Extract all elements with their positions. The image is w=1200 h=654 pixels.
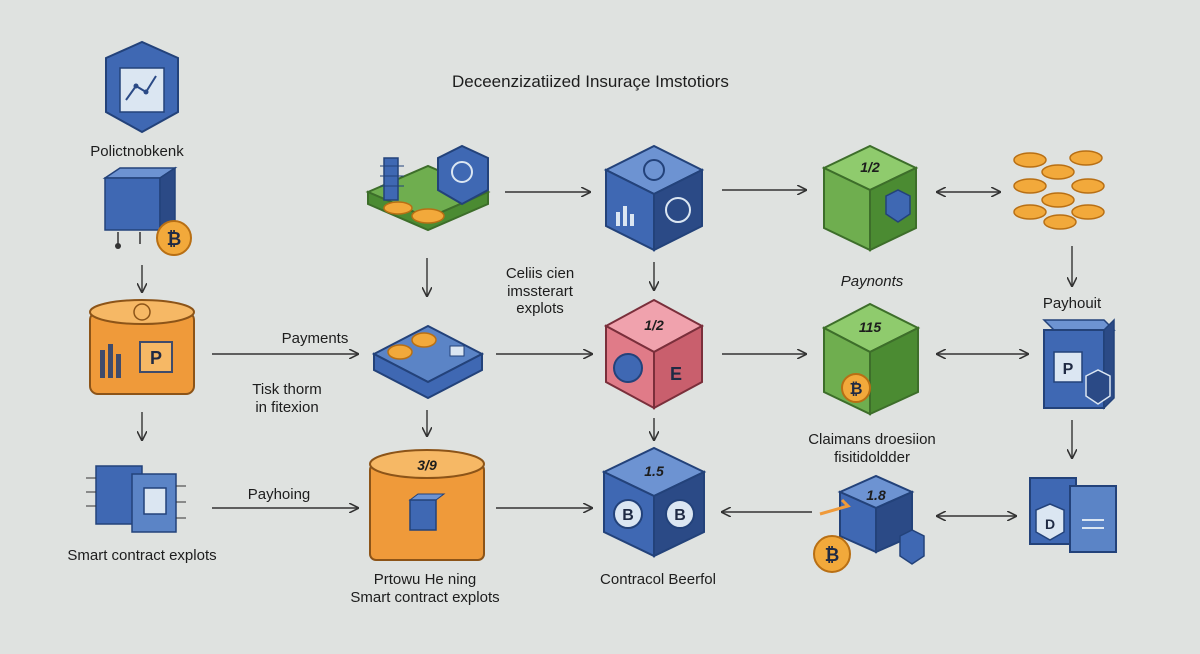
label-celis-2: imssterart (507, 283, 573, 300)
blue-cube-letter-left: B (622, 507, 634, 524)
pink-cube-letter: E (670, 364, 682, 384)
green-mid-cube-number: 115 (859, 319, 882, 335)
diagram-title: Deceenzizatiized Insuraçe Imstotiors (452, 72, 729, 91)
green-shield-cube-icon: 1/2 (821, 144, 919, 252)
orange-payment-box-icon: P (89, 299, 195, 395)
label-paynonts: Paynonts (840, 273, 904, 290)
label-smart-left: Smart contract explots (67, 547, 217, 564)
orange-cylinder-icon: 3/9 (369, 449, 485, 561)
blue-analytics-cube-icon (603, 144, 705, 252)
label-payhoing: Payhoing (247, 486, 311, 503)
label-policy-token: Polictnobkenk (90, 143, 184, 160)
policy-shield-icon (105, 40, 179, 134)
blue-small-coin-glyph: ₿ (825, 545, 840, 565)
blue-small-cube-icon: 1.8 ₿ (813, 474, 925, 573)
green-top-cube-number: 1/2 (860, 159, 880, 175)
green-platform-icon (365, 144, 491, 232)
green-mid-coin-glyph: ₿ (849, 380, 862, 398)
green-claims-cube-icon: 115 ₿ (821, 302, 921, 416)
smart-contract-chip-icon (86, 465, 186, 533)
label-prtow-1: Prtowu He ning (373, 571, 477, 588)
policy-coin-glyph: ₿ (167, 229, 182, 249)
label-payments: Payments (281, 330, 349, 347)
label-risk-2: in fitexion (255, 399, 319, 416)
policy-token-cube-icon: ₿ (102, 166, 192, 256)
pink-exploit-cube-icon: 1/2 E (603, 298, 705, 410)
label-celis-3: explots (516, 300, 564, 317)
blue-cube-letter-right: B (674, 507, 686, 524)
blue-small-cube-number: 1.8 (866, 487, 886, 503)
orange-box-letter: P (150, 348, 162, 368)
label-claims-2: fisitidoldder (834, 449, 910, 466)
blue-payment-pad-icon (371, 324, 485, 400)
label-contracol: Contracol Beerfol (600, 571, 716, 588)
blue-cube-number: 1.5 (644, 463, 664, 479)
pink-cube-number: 1/2 (644, 317, 664, 333)
label-claims-1: Claimans droesiion (808, 431, 936, 448)
document-box-letter: D (1045, 516, 1055, 532)
label-risk-1: Tisk thorm (252, 381, 322, 398)
payout-panel-letter: P (1063, 361, 1074, 378)
connector-arrows (142, 190, 1072, 516)
coin-stacks-icon (1013, 150, 1105, 230)
orange-cylinder-number: 3/9 (417, 457, 437, 473)
label-prtow-2: Smart contract explots (350, 589, 500, 606)
document-box-icon: D (1029, 477, 1117, 553)
label-payouit: Payhouit (1042, 295, 1102, 312)
label-celis-1: Celiis cien (505, 265, 575, 282)
payout-panel-icon: P (1042, 318, 1116, 410)
blue-contract-cube-icon: 1.5 B B (601, 446, 707, 558)
